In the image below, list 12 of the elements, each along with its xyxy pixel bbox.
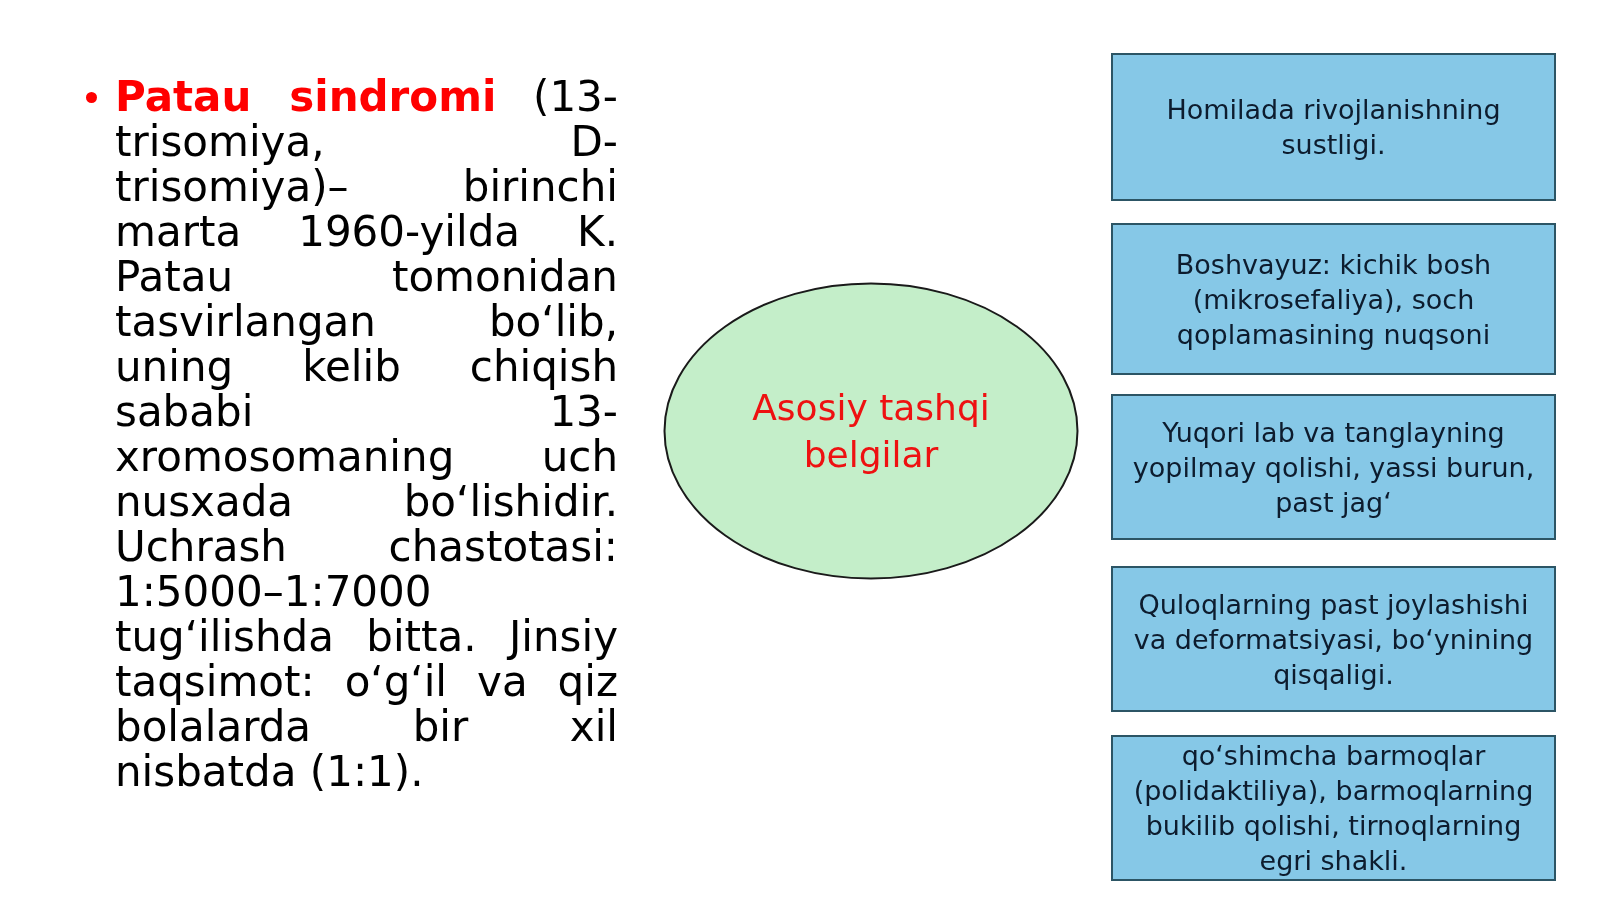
body-paragraph: Patau sindromi (13-trisomiya, D-trisomiya)– birinchi marta 1960-yilda K. Patau tomonidan tasvirlangan bo‘lib, uning kelib chiqish sababi 13-xromosomaning uch nusxada bo‘lishidir. Uchrash chastotasi: 1:5000–1:7000 tug‘ilishda bitta. Jinsiy taqsimot: o‘g‘il va qiz bolalarda bir xil nisbatda (1:1). [115, 74, 618, 794]
box-text: Yuqori lab va tanglayning yopilmay qolishi, yassi burun, past jag‘ [1131, 415, 1536, 520]
box-text: Boshvayuz: kichik bosh (mikrosefaliya), soch qoplamasining nuqsoni [1174, 247, 1493, 352]
feature-box [1111, 53, 1556, 201]
box-text: Homilada rivojlanishning sustligi. [1165, 93, 1502, 162]
box-text: qo‘shimcha barmoqlar (polidaktiliya), barmoqlarning bukilib qolishi, tirnoqlarning egri shakli. [1132, 739, 1535, 878]
oval-label: Asosiy tashqi belgilar [751, 386, 991, 477]
feature-box [1111, 566, 1556, 712]
feature-box [1111, 223, 1556, 375]
feature-box [1111, 394, 1556, 540]
box-text: Quloqlarning past joylashishi va deformatsiyasi, bo‘ynining qisqaligi. [1132, 587, 1535, 692]
oval-node [663, 282, 1079, 580]
